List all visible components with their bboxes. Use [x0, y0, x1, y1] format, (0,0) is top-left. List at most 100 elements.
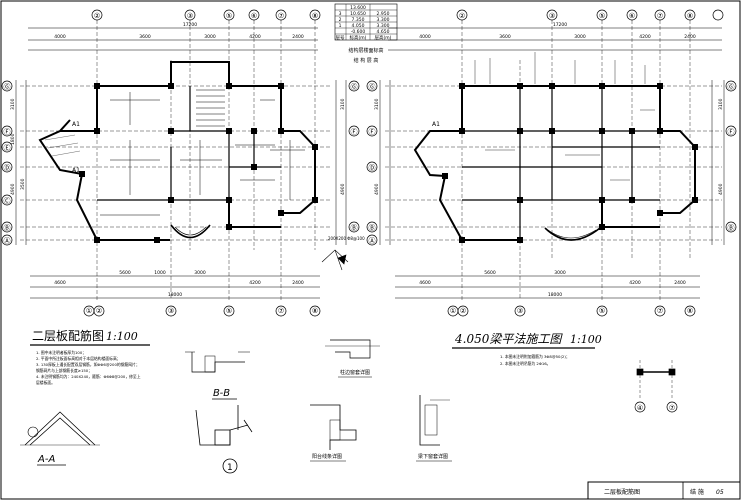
axis-label-row: Ⓓ	[4, 164, 11, 172]
axis-label-bottom: ③	[517, 307, 523, 315]
axis-label-row: Ⓑ	[351, 224, 358, 232]
detail-balcony	[310, 404, 357, 450]
level-value: 10.650	[350, 11, 366, 17]
level-caption: 结构层楼面标高	[348, 47, 383, 54]
axis-label-bottom: ⑦	[278, 307, 284, 315]
note-line: 1. 图中未注明者板厚为100；	[36, 350, 86, 355]
axis-label-bottom: ⑧	[312, 307, 318, 315]
dim-bottom-total: 18000	[168, 292, 182, 298]
dim-side: 3100	[718, 98, 724, 110]
dim-top-seg: 4200	[249, 34, 261, 40]
axis-label-row: Ⓕ	[4, 128, 11, 136]
axis-label-bottom: ⑤	[599, 307, 605, 315]
axis-label-row: Ⓕ	[351, 128, 358, 136]
dim-bottom-seg: 4200	[249, 280, 261, 286]
dim-top-seg: 3600	[139, 34, 151, 40]
dim-top-seg: 4200	[639, 34, 651, 40]
level-value: 4.050	[352, 23, 365, 29]
dim-top-seg: 3000	[204, 34, 216, 40]
axis-label-top: ⑧	[312, 12, 318, 20]
axis-label-row: Ⓖ	[351, 83, 358, 91]
plan-title: 4.050梁平法施工图	[454, 332, 563, 346]
plan-scale: 1:100	[570, 333, 602, 346]
dim-side: 4900	[374, 183, 380, 195]
axis-label-top: ⑤	[226, 12, 232, 20]
a1-mark: A1	[72, 121, 80, 128]
title-block-label: 结 施	[690, 488, 704, 496]
axis-label-row: Ⓖ	[4, 83, 11, 91]
axis-label-top: ⑥	[629, 12, 635, 20]
level-floor: 1	[339, 23, 342, 29]
level-height: 3.300	[377, 23, 390, 29]
axis-label-top: ⑤	[599, 12, 605, 20]
dim-bottom-seg: 4200	[629, 280, 641, 286]
plan-marks: A1 A1 A1 200X200 Φ8@100	[72, 121, 440, 241]
axis-label-row: Ⓖ	[369, 83, 376, 91]
dim-top-seg: 2400	[684, 34, 696, 40]
dim-bottom-seg: 2400	[292, 280, 304, 286]
axis-label-bottom: ⑤	[226, 307, 232, 315]
title-block: 二层板配筋图 结 施 05	[587, 481, 741, 500]
axis-labels: ② ③ ⑤ ⑥ ⑦ ⑧ ② ③ ⑤ ⑥ ⑦ ⑧ Ⓖ Ⓕ Ⓔ Ⓓ Ⓒ Ⓑ Ⓐ Ⓖ …	[4, 12, 735, 315]
detail-balcony-label: 阳台线条详图	[312, 453, 342, 460]
axis-label-bottom: ②	[460, 307, 466, 315]
detail-column-label: 柱边窗套详图	[340, 369, 370, 376]
axis-label-row: Ⓐ	[369, 237, 376, 245]
level-value: 7.350	[352, 17, 365, 23]
right-title: 4.050梁平法施工图 1:100	[452, 332, 602, 349]
title-block-number: 05	[716, 489, 724, 496]
detail-aa-label: A-A	[37, 454, 55, 465]
small-axis-label: ⑦	[669, 404, 675, 412]
left-title: 二层板配筋图 1:100	[30, 328, 150, 346]
note-line: 4. 未注明钢筋均为：240X240，箍筋：Φ6Φ8@200，修至上	[36, 374, 141, 379]
left-notes: 1. 图中未注明者板厚为100； 2. 平面中所注板面标高相对于本层结构楼面标高…	[36, 350, 141, 385]
axis-label-top: ⑦	[657, 12, 663, 20]
level-height: 4.650	[377, 29, 390, 35]
axis-label-top: ③	[187, 12, 193, 20]
a1-mark: A1	[432, 121, 440, 128]
axis-label-row: Ⓔ	[4, 144, 11, 152]
dim-side: 4900	[340, 183, 346, 195]
dim-side: 3100	[10, 98, 16, 110]
axis-label-row: Ⓑ	[369, 224, 376, 232]
dim-top-total: 17200	[183, 22, 197, 28]
dim-bottom-seg: 5600	[484, 270, 496, 276]
level-value: 13.600	[350, 5, 366, 11]
dim-top-total: 17200	[553, 22, 567, 28]
level-caption: 结 构 层 高	[354, 57, 379, 64]
detail-one	[195, 405, 253, 446]
axis-label-top: ②	[459, 12, 465, 20]
level-height: 2.950	[377, 11, 390, 17]
detail-lower-window-label: 梁下窗套详图	[418, 453, 448, 460]
dim-bottom-seg: 4600	[54, 280, 66, 286]
axis-label-row: Ⓖ	[728, 83, 735, 91]
axis-label-bottom: ②	[96, 307, 102, 315]
note-line: 钢筋网片与上部钢筋长度≥150；	[36, 368, 92, 373]
detail-bb	[185, 351, 250, 373]
axis-label-bottom: ⑦	[657, 307, 663, 315]
axis-label-bottom: ③	[168, 307, 174, 315]
detail-one-label: 1	[227, 463, 233, 473]
plan-title: 二层板配筋图	[32, 328, 104, 343]
level-floor: 2	[339, 17, 342, 23]
axis-label-top: ⑧	[687, 12, 693, 20]
axis-label-bottom: ①	[450, 307, 456, 315]
left-plan	[15, 9, 347, 300]
axis-label-row: Ⓓ	[369, 164, 376, 172]
detail-bb-label: B-B	[213, 388, 230, 399]
note-line: 2. 平面中所注板面标高相对于本层结构楼面标高；	[36, 356, 121, 361]
dim-bottom-seg: 3000	[554, 270, 566, 276]
axis-label-top: ③	[549, 12, 555, 20]
dim-side: 3100	[340, 98, 346, 110]
dim-side: 4900	[718, 183, 724, 195]
dim-top-seg: 2400	[292, 34, 304, 40]
right-notes: 1. 本图未注明附加箍筋为 3Φ8@50(2)； 2. 本图未注明吊筋为 2Φ1…	[500, 354, 570, 366]
dim-top-seg: 4000	[419, 34, 431, 40]
axis-label-bottom: ⑧	[687, 307, 693, 315]
level-table: 13.600 3 10.650 2.950 2 7.350 3.300 1 4.…	[334, 3, 398, 64]
dim-top-seg: 4000	[54, 34, 66, 40]
dim-bottom-seg: 4600	[419, 280, 431, 286]
axis-label-top: ⑦	[278, 12, 284, 20]
note-line: 层楼板面。	[36, 380, 55, 385]
